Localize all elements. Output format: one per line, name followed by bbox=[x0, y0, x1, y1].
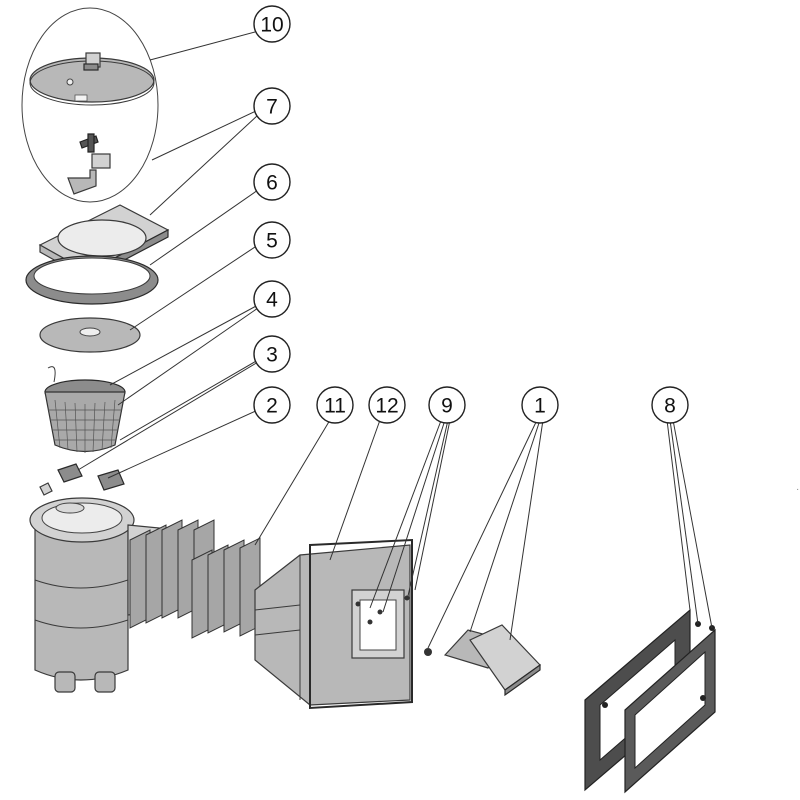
callout-label: 6 bbox=[266, 172, 278, 195]
leader-lines bbox=[77, 31, 713, 649]
part-2-cap bbox=[97, 469, 125, 491]
callout-label: 9 bbox=[441, 395, 453, 418]
callout-6: 6 bbox=[253, 163, 291, 201]
part-7-lock-parts bbox=[67, 133, 111, 195]
part-8-frames bbox=[584, 608, 716, 794]
part-10-lid bbox=[29, 52, 155, 106]
part-4-basket bbox=[44, 366, 126, 453]
part-9-screws bbox=[355, 595, 410, 625]
part-12-mouth bbox=[254, 538, 413, 710]
callout-3: 3 bbox=[253, 335, 291, 373]
callout-label: 5 bbox=[266, 230, 278, 253]
stray-mark: · bbox=[796, 484, 799, 495]
callout-1: 1 bbox=[521, 386, 559, 424]
part-11-extension bbox=[129, 519, 261, 639]
callout-label: 3 bbox=[266, 344, 278, 367]
callout-12: 12 bbox=[368, 386, 406, 424]
callout-9: 9 bbox=[428, 386, 466, 424]
callout-label: 2 bbox=[266, 395, 278, 418]
part-5-disc bbox=[39, 317, 141, 353]
callout-8: 8 bbox=[651, 386, 689, 424]
callout-label: 4 bbox=[266, 289, 278, 312]
callout-10: 10 bbox=[253, 5, 291, 43]
callout-5: 5 bbox=[253, 221, 291, 259]
part-1-weir bbox=[424, 624, 541, 697]
part-6-ring bbox=[25, 255, 159, 305]
callout-label: 11 bbox=[324, 395, 346, 418]
callout-label: 12 bbox=[375, 395, 398, 418]
detail-bubble bbox=[21, 7, 159, 203]
callout-label: 7 bbox=[266, 96, 278, 119]
callout-11: 11 bbox=[316, 386, 354, 424]
callout-label: 8 bbox=[664, 395, 676, 418]
callout-7: 7 bbox=[253, 87, 291, 125]
callout-label: 10 bbox=[260, 14, 283, 37]
callout-4: 4 bbox=[253, 280, 291, 318]
part-3-flap bbox=[39, 463, 83, 496]
callout-2: 2 bbox=[253, 386, 291, 424]
callout-label: 1 bbox=[534, 395, 546, 418]
